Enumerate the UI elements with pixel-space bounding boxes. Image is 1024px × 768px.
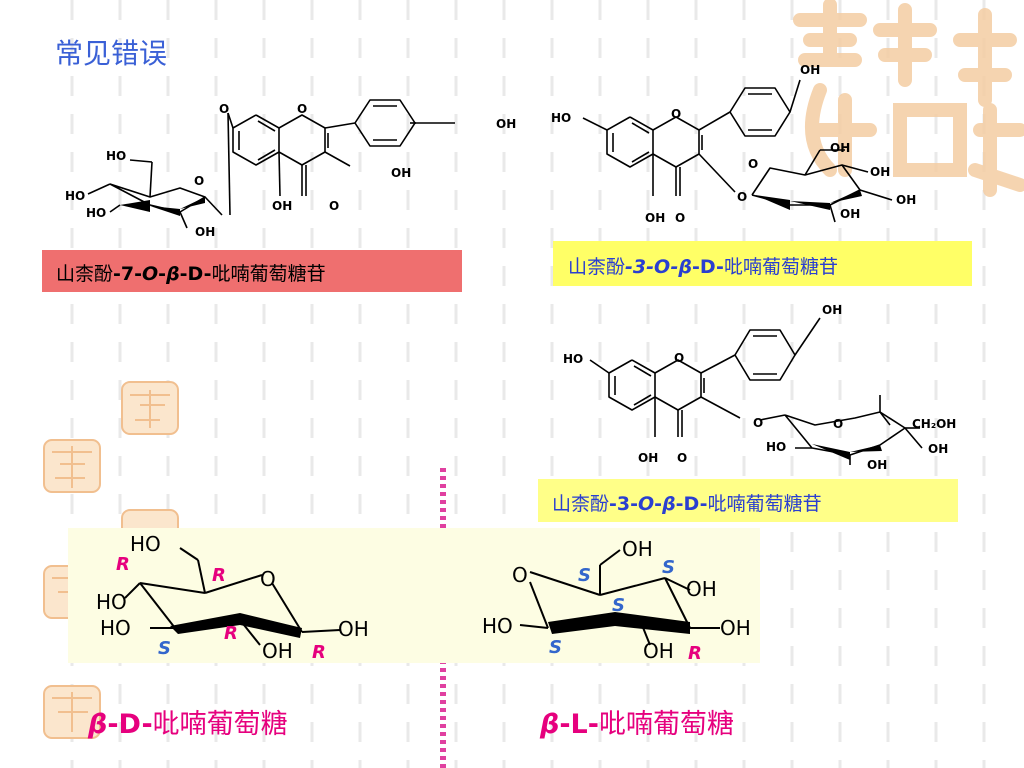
atom-carbonyl: O bbox=[329, 199, 340, 213]
stereo-c2: R bbox=[688, 643, 702, 664]
stereo-c5: S bbox=[578, 565, 591, 586]
atom-ring-o: O bbox=[512, 563, 528, 587]
caption-beta-d-glucose: β-D-吡喃葡萄糖 bbox=[88, 709, 288, 740]
caption-kaempferol-7: 山柰酚-7-O-β-D-吡喃葡萄糖苷 bbox=[56, 263, 326, 285]
molecule-kaempferol-3-o-glucoside-correct bbox=[589, 317, 923, 465]
stereo-c4: R bbox=[212, 565, 226, 586]
atom-sugar-o: O bbox=[833, 417, 844, 431]
atom-ho-c3: HO bbox=[766, 440, 787, 454]
atom-ch2oh: CH₂OH bbox=[912, 417, 957, 431]
seal-small-icon-1 bbox=[121, 381, 179, 435]
atom-oh-c2: OH bbox=[840, 207, 861, 221]
atom-oh-c3: OH bbox=[720, 616, 751, 640]
atom-o-link: O bbox=[737, 190, 748, 204]
stereo-c2: R bbox=[224, 623, 238, 644]
atom-ho-7: HO bbox=[551, 111, 572, 125]
atom-oh-para: OH bbox=[800, 63, 821, 77]
beta-l-glucose-structure bbox=[519, 549, 720, 646]
atom-ho-c1: HO bbox=[482, 614, 513, 638]
atom-oh-c2: OH bbox=[262, 639, 293, 663]
atom-oh-c2: OH bbox=[643, 639, 674, 663]
atom-ho-7: HO bbox=[563, 352, 584, 366]
atom-oh-para: OH bbox=[822, 303, 843, 317]
atom-ring-o: O bbox=[674, 351, 685, 365]
atom-carbonyl: O bbox=[675, 211, 686, 225]
atom-sugar-o: O bbox=[194, 174, 205, 188]
stereo-c4: S bbox=[662, 557, 675, 578]
page-title: 常见错误 bbox=[55, 37, 168, 70]
atom-oh-c6: OH bbox=[830, 141, 851, 155]
seal-large-icon bbox=[793, 0, 1024, 197]
atom-oh-c4: OH bbox=[686, 577, 717, 601]
atom-oh-c6: OH bbox=[622, 537, 653, 561]
beta-l-glucose-wedges bbox=[548, 612, 690, 634]
atom-ring-o: O bbox=[671, 107, 682, 121]
caption-box-red bbox=[42, 250, 462, 292]
molecule-kaempferol-3-o-glucoside-yellow bbox=[582, 79, 893, 223]
atom-sugar-o: O bbox=[748, 157, 759, 171]
caption-box-pale-yellow bbox=[538, 479, 958, 522]
atom-oh-c2: OH bbox=[195, 225, 216, 239]
atom-o-link: O bbox=[219, 102, 230, 116]
atom-oh-5: OH bbox=[272, 199, 293, 213]
atom-ring-o: O bbox=[260, 567, 276, 591]
atom-carbonyl: O bbox=[677, 451, 688, 465]
seal-small-icon-5 bbox=[43, 685, 101, 739]
sugar-wedge-1 bbox=[120, 197, 205, 216]
atom-ho-c3: HO bbox=[86, 206, 107, 220]
atom-ho-c6: HO bbox=[130, 532, 161, 556]
atom-oh-c3: OH bbox=[896, 193, 917, 207]
beta-d-glucose-wedges bbox=[170, 613, 302, 638]
atom-oh-c2: OH bbox=[867, 458, 888, 472]
caption-kaempferol-3-correct: 山柰酚-3-O-β-D-吡喃葡萄糖苷 bbox=[552, 493, 822, 515]
sugar-wedge-2 bbox=[755, 190, 862, 210]
atom-oh-3: OH bbox=[391, 166, 412, 180]
atom-ho-c4: HO bbox=[96, 590, 127, 614]
atom-oh-para: OH bbox=[496, 117, 517, 131]
atom-oh-5: OH bbox=[645, 211, 666, 225]
atom-oh-c4: OH bbox=[870, 165, 891, 179]
atom-oh-5: OH bbox=[638, 451, 659, 465]
atom-oh-c4: OH bbox=[928, 442, 949, 456]
atom-o-link: O bbox=[753, 416, 764, 430]
atom-ho-c3: HO bbox=[100, 616, 131, 640]
stereo-c1: S bbox=[549, 637, 562, 658]
atom-oh-c1: OH bbox=[338, 617, 369, 641]
atom-ring-o: O bbox=[297, 102, 308, 116]
caption-kaempferol-3-yellow: 山柰酚-3-O-β-D-吡喃葡萄糖苷 bbox=[568, 256, 838, 278]
beta-d-glucose-structure bbox=[124, 547, 341, 646]
atom-ho-c6: HO bbox=[106, 149, 127, 163]
stereo-c3: S bbox=[612, 595, 625, 616]
caption-box-yellow bbox=[553, 241, 972, 286]
atom-ho-c4: HO bbox=[65, 189, 86, 203]
sugar-wedge-3 bbox=[812, 444, 882, 460]
stereo-c3: S bbox=[158, 638, 171, 659]
caption-beta-l-glucose: β-L-吡喃葡萄糖 bbox=[540, 709, 734, 740]
seal-small-icon-2 bbox=[43, 439, 101, 493]
stereo-c5: R bbox=[116, 554, 130, 575]
stereo-c1: R bbox=[312, 642, 326, 663]
